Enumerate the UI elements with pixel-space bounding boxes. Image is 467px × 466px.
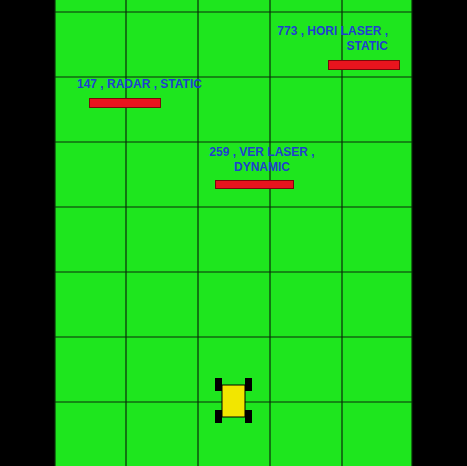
obstacle: 773 , HORI LASER , STATIC: [248, 24, 388, 54]
obstacle-label: 773 , HORI LASER , STATIC: [248, 24, 388, 54]
robot-car: [215, 378, 252, 423]
grid-lines: [55, 0, 412, 466]
green-track: [55, 0, 412, 466]
obstacle-bar: [328, 60, 400, 70]
obstacle: 259 , VER LASER , DYNAMIC: [192, 145, 332, 175]
obstacle-label: 259 , VER LASER , DYNAMIC: [192, 145, 332, 175]
obstacle-bar: [215, 180, 294, 189]
obstacle-label: 147 , RADAR , STATIC: [77, 77, 247, 92]
obstacle: 147 , RADAR , STATIC: [77, 77, 247, 92]
obstacle-bar: [89, 98, 161, 108]
